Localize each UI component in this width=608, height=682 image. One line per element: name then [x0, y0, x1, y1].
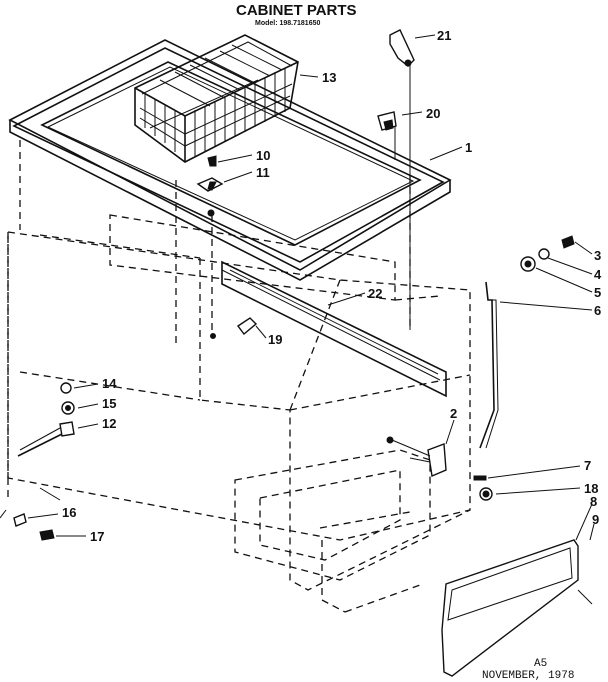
leader-lines — [27, 34, 595, 541]
callout-20: 20 — [426, 106, 440, 121]
footer-date: NOVEMBER, 1978 — [482, 670, 574, 682]
access-panel — [441, 539, 593, 677]
callout-7: 7 — [584, 458, 591, 473]
drain-knob — [236, 317, 258, 336]
callout-22: 22 — [368, 286, 382, 301]
lock-parts — [196, 155, 224, 339]
callout-17: 17 — [90, 529, 104, 544]
callout-10: 10 — [256, 148, 270, 163]
callout-11: 11 — [256, 165, 270, 180]
callout-16: 16 — [62, 505, 76, 520]
rail — [221, 260, 447, 398]
callout-6: 6 — [594, 303, 601, 318]
callout-4: 4 — [594, 267, 602, 282]
diagram-title: CABINET PARTS — [236, 2, 357, 19]
callout-1: 1 — [465, 140, 472, 155]
hinge-parts — [377, 29, 415, 131]
callout-19: 19 — [268, 332, 282, 347]
right-hardware — [520, 235, 575, 272]
callout-12: 12 — [102, 416, 116, 431]
callout-13: 13 — [322, 70, 336, 85]
drain-parts — [17, 382, 75, 457]
rod — [479, 281, 499, 449]
callout-5: 5 — [594, 285, 601, 300]
model-number: Model: 198.7181650 — [255, 20, 320, 27]
callout-15: 15 — [102, 396, 116, 411]
footer-code: A5 — [534, 658, 547, 670]
lid — [8, 39, 452, 281]
callout-18: 18 — [584, 481, 598, 496]
callout-14: 14 — [102, 376, 117, 391]
cabinet-outline — [7, 52, 471, 613]
callout-3: 3 — [594, 248, 601, 263]
callout-8: 8 — [590, 494, 597, 509]
callout-21: 21 — [437, 28, 451, 43]
foot-parts — [0, 509, 55, 541]
control — [386, 436, 447, 477]
callout-2: 2 — [450, 406, 457, 421]
callouts: 21 20 13 1 10 11 3 4 5 6 22 19 14 15 12 … — [62, 28, 602, 544]
screw-and-knob — [473, 475, 493, 501]
wire-basket — [134, 34, 299, 163]
callout-9: 9 — [592, 512, 599, 527]
